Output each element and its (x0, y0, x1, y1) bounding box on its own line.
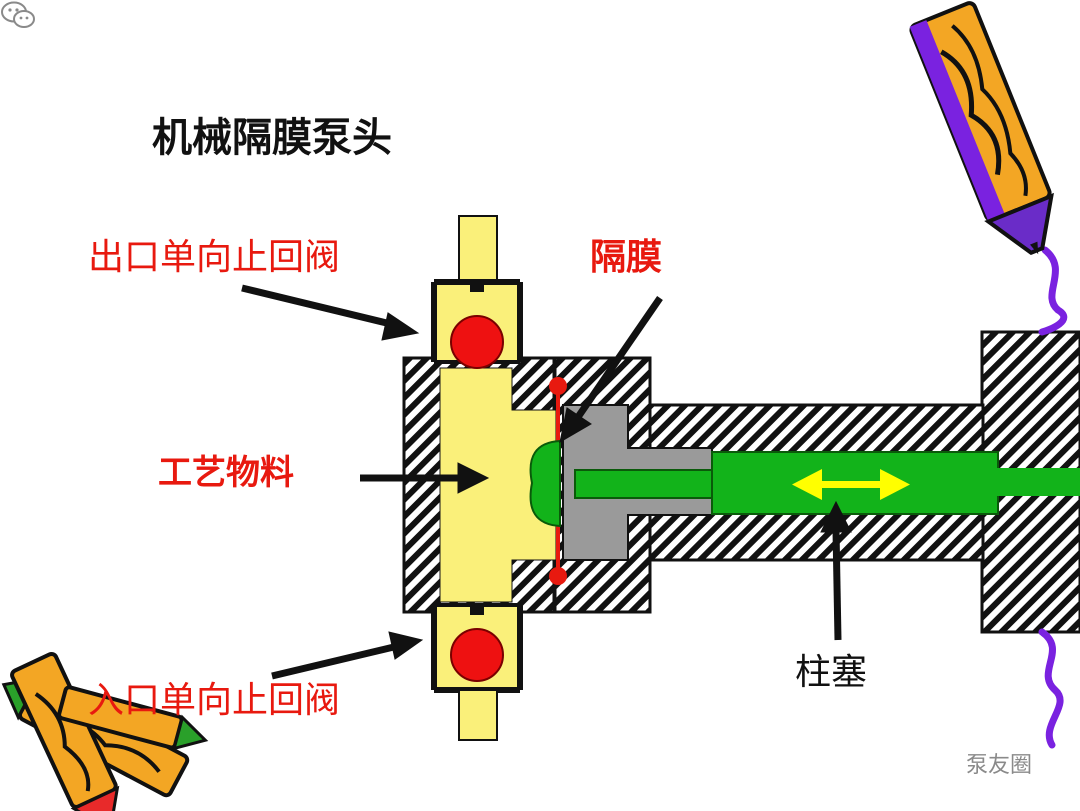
outlet-valve-ball (450, 315, 504, 369)
label-plunger: 柱塞 (795, 652, 868, 693)
inlet-valve-stem (458, 689, 498, 741)
label-diaphragm: 隔膜 (590, 237, 663, 278)
plunger-rod-thin (574, 469, 716, 499)
watermark-text: 泵友圈 (966, 753, 1033, 778)
pencils-icon (1, 651, 209, 811)
wechat-icon (1, 1, 35, 28)
stroke-direction-arrow (792, 469, 910, 500)
label-outlet-check-valve: 出口单向止回阀 (88, 237, 341, 278)
outlet-valve-stem (458, 215, 498, 283)
label-inlet-check-valve: 入口单向止回阀 (88, 680, 341, 721)
label-process-material: 工艺物料 (158, 453, 294, 493)
decor-wave-line (1038, 246, 1068, 749)
diaphragm-bottom-point (549, 567, 567, 585)
plunger-head (529, 439, 561, 528)
pointer-arrows (241, 284, 852, 680)
plunger-rod-tail (995, 468, 1080, 496)
inlet-valve-ball (450, 628, 504, 682)
diagram-title: 机械隔膜泵头 (152, 115, 392, 161)
diaphragm-top-point (549, 377, 567, 395)
pencil-icon (909, 1, 1054, 256)
